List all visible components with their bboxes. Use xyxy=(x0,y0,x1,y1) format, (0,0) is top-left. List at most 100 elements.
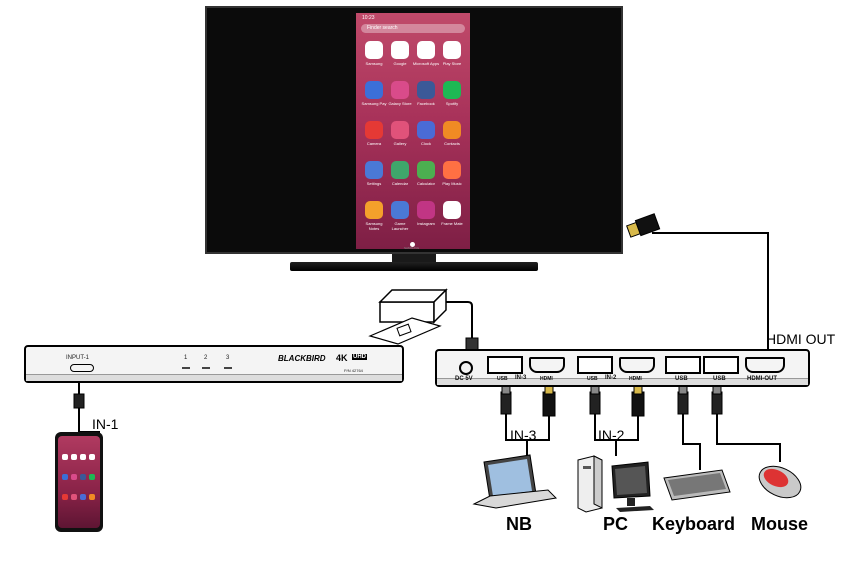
led-1 xyxy=(182,367,190,369)
app-icon[interactable] xyxy=(391,81,409,99)
port-label-hdmi-1: HDMI xyxy=(540,376,553,382)
app-icon[interactable] xyxy=(417,201,435,219)
power-cable xyxy=(446,301,473,340)
keyboard-cable xyxy=(682,414,701,470)
app-icon[interactable] xyxy=(391,201,409,219)
switch-front-panel: INPUT-1 1 2 3 BLACKBIRD 4K UHD P/N 42764 xyxy=(24,345,404,383)
port-label-usb-3: USB xyxy=(675,376,688,382)
app-icon[interactable] xyxy=(391,41,409,59)
app-icon[interactable] xyxy=(417,161,435,179)
phone-app-icon xyxy=(89,494,95,500)
phone-screen xyxy=(58,436,100,528)
badge-4k: 4K xyxy=(336,353,348,363)
status-time: 10:23 xyxy=(362,15,375,21)
tv-stand-base xyxy=(290,262,538,271)
pc-tower-icon xyxy=(577,455,603,513)
app-icon[interactable] xyxy=(417,121,435,139)
app-icon[interactable] xyxy=(391,161,409,179)
phone-app-icon xyxy=(80,454,86,460)
label-mouse: Mouse xyxy=(751,514,809,534)
model-number: P/N 42764 xyxy=(344,368,363,373)
app-label: Play Store xyxy=(442,61,462,66)
app-label: Settings xyxy=(366,181,382,186)
app-icon[interactable] xyxy=(365,81,383,99)
label-in3: IN-3 xyxy=(510,427,537,443)
input1-label: INPUT-1 xyxy=(66,355,90,361)
mouse-usb-connector xyxy=(711,385,723,415)
hdmi-out-port[interactable] xyxy=(745,357,785,373)
app-label: Frame Mate xyxy=(441,221,463,226)
app-label: Google xyxy=(393,61,407,66)
port-label-hdmi-out: HDMI-OUT xyxy=(747,376,777,382)
in3-hdmi-connector xyxy=(542,385,556,417)
led-3 xyxy=(224,367,232,369)
brand-logo: BLACKBIRD xyxy=(278,354,326,363)
phone-app-icon xyxy=(80,474,86,480)
phone xyxy=(55,432,103,532)
app-label: Microsoft Apps xyxy=(412,61,440,66)
rear-bottom-strip xyxy=(437,378,808,385)
app-label: Calculator xyxy=(416,181,435,186)
search-placeholder: Finder search xyxy=(367,25,398,31)
app-label: Instagram xyxy=(417,221,435,226)
phone-app-icon xyxy=(71,494,77,500)
search-bar: Finder search xyxy=(361,24,465,33)
phone-app-icon xyxy=(89,454,95,460)
app-label: Game Launcher xyxy=(391,221,409,231)
app-icon[interactable] xyxy=(443,161,461,179)
tv-stand-neck xyxy=(392,254,436,262)
app-icon[interactable] xyxy=(443,121,461,139)
label-nb: NB xyxy=(506,514,532,534)
led-2 xyxy=(202,367,210,369)
app-icon[interactable] xyxy=(443,201,461,219)
phone-app-icon xyxy=(62,454,68,460)
hdmi-out-cable xyxy=(652,232,769,352)
dc-port[interactable] xyxy=(459,361,473,375)
usb-port-keyboard[interactable] xyxy=(665,356,701,374)
phone-app-icon xyxy=(80,494,86,500)
app-label: Contacts xyxy=(444,141,460,146)
usb-port-in3[interactable] xyxy=(487,356,523,374)
mouse-icon xyxy=(758,465,802,499)
hdmi-port-in2[interactable] xyxy=(619,357,655,373)
port-label-usb-1: USB xyxy=(497,376,508,382)
usbc-connector-in1 xyxy=(73,393,85,409)
app-label: Camera xyxy=(366,141,382,146)
led-label-1: 1 xyxy=(184,355,188,361)
app-label: Samsung Notes xyxy=(365,221,383,231)
app-icon[interactable] xyxy=(443,81,461,99)
usb-port-in2[interactable] xyxy=(577,356,613,374)
app-icon[interactable] xyxy=(417,41,435,59)
usbc-input1-port[interactable] xyxy=(70,364,94,372)
label-hdmi-out: HDMI OUT xyxy=(766,331,836,347)
app-icon[interactable] xyxy=(417,81,435,99)
app-icon[interactable] xyxy=(365,41,383,59)
hdmi-port-in3[interactable] xyxy=(529,357,565,373)
home-indicator xyxy=(410,242,415,247)
app-label: Play Music xyxy=(442,181,462,186)
keyboard-icon xyxy=(663,469,731,501)
usb-port-mouse[interactable] xyxy=(703,356,739,374)
app-label: Galaxy Store xyxy=(388,101,412,106)
phone-app-icon xyxy=(89,474,95,480)
port-label-in2: IN-2 xyxy=(605,375,617,381)
app-icon[interactable] xyxy=(365,161,383,179)
app-icon[interactable] xyxy=(391,121,409,139)
in2-usb-connector xyxy=(589,385,601,415)
label-keyboard: Keyboard xyxy=(652,514,736,534)
phone-app-icon xyxy=(71,454,77,460)
switch-rear-panel: DC 5V USB IN-3 HDMI USB IN-2 HDMI USB US… xyxy=(435,349,810,387)
label-pc: PC xyxy=(603,514,629,534)
label-in2: IN-2 xyxy=(598,427,625,443)
port-label-dc5v: DC 5V xyxy=(455,376,473,382)
app-icon[interactable] xyxy=(443,41,461,59)
led-label-3: 3 xyxy=(226,355,230,361)
app-label: Spotify xyxy=(445,101,459,106)
monitor-icon xyxy=(611,461,654,512)
app-icon[interactable] xyxy=(365,121,383,139)
app-icon[interactable] xyxy=(365,201,383,219)
app-label: Clock xyxy=(420,141,431,146)
laptop-icon xyxy=(472,454,558,509)
